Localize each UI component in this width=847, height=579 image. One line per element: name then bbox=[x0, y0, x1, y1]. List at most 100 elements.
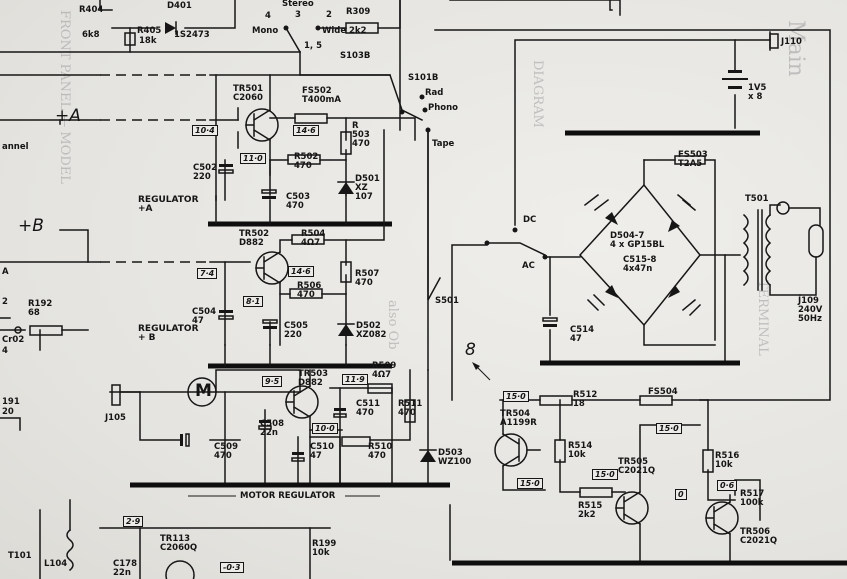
label-r506: R506 470 bbox=[297, 281, 322, 300]
label-c510: C510 47 bbox=[310, 442, 334, 461]
label-tape: Tape bbox=[432, 139, 455, 149]
label-r511: R511 470 bbox=[398, 399, 423, 418]
label-rad: Rad bbox=[425, 88, 444, 98]
label-r309: R309 bbox=[346, 7, 371, 17]
label-tr505: TR505 C2021Q bbox=[618, 457, 656, 476]
voltage-box: 7·4 bbox=[197, 268, 218, 279]
label-fs502: FS502 T400mA bbox=[302, 86, 341, 105]
label-c511: C511 470 bbox=[356, 399, 380, 418]
label-tr113: TR113 C2060Q bbox=[160, 534, 198, 553]
label-tr502: TR502 D882 bbox=[239, 229, 270, 248]
label-20: 20 bbox=[2, 407, 14, 417]
label-s501: S501 bbox=[435, 296, 459, 306]
label-s103b: S103B bbox=[340, 51, 371, 61]
label-j105: J105 bbox=[105, 413, 126, 423]
label-r509: R509 4Ω7 bbox=[372, 361, 397, 380]
label-r514: R514 10k bbox=[568, 441, 593, 460]
voltage-box: 9·5 bbox=[262, 376, 283, 387]
label-dc: DC bbox=[523, 215, 537, 225]
label-r503: R 503 470 bbox=[352, 121, 370, 149]
label-regulator-b: REGULATOR + B bbox=[138, 324, 199, 343]
label-d401-value: 1S2473 bbox=[174, 30, 210, 40]
label-r192: R192 68 bbox=[28, 299, 53, 318]
label-c515: C515-8 4x47n bbox=[623, 255, 657, 274]
label-mono: Mono bbox=[252, 26, 279, 36]
label-rail-b-cut: 2 bbox=[2, 297, 8, 307]
label-plus-b: +B bbox=[18, 216, 44, 236]
label-plus-a: +A bbox=[55, 106, 81, 126]
label-t101: T101 bbox=[8, 551, 32, 561]
label-motor-regulator: MOTOR REGULATOR bbox=[240, 491, 336, 501]
label-channel-cut: annel bbox=[2, 142, 29, 152]
label-c509: C509 470 bbox=[214, 442, 238, 461]
label-fs504: FS504 bbox=[648, 387, 678, 397]
label-c504: C504 47 bbox=[192, 307, 216, 326]
label-tr503: TR503 D882 bbox=[298, 369, 329, 388]
label-t501: T501 bbox=[745, 194, 769, 204]
label-r517: R517 100k bbox=[740, 489, 765, 508]
label-annotation-8: 8 bbox=[465, 340, 476, 360]
label-r199: R199 10k bbox=[312, 539, 337, 558]
label-tr506: TR506 C2021Q bbox=[740, 527, 778, 546]
label-r510: R510 470 bbox=[368, 442, 393, 461]
voltage-box: 0·6 bbox=[717, 480, 738, 491]
label-c503: C503 470 bbox=[286, 192, 310, 211]
label-switch-4: 4 bbox=[265, 11, 271, 21]
label-r515: R515 2k2 bbox=[578, 501, 603, 520]
label-cr02: Cr02 bbox=[2, 335, 25, 345]
label-c502: C502 220 bbox=[193, 163, 217, 182]
label-r404-value: 6k8 bbox=[82, 30, 100, 40]
label-switch-2: 2 bbox=[326, 10, 332, 20]
voltage-box: 15·0 bbox=[517, 478, 543, 489]
voltage-box: 11·0 bbox=[240, 153, 266, 164]
voltage-box: -0·3 bbox=[220, 562, 244, 573]
voltage-box: 14·6 bbox=[293, 125, 319, 136]
voltage-box: 15·0 bbox=[592, 469, 618, 480]
label-r309-value: 2k2 bbox=[349, 26, 367, 36]
label-d504: D504-7 4 x GP15BL bbox=[610, 231, 665, 250]
label-l104: L104 bbox=[44, 559, 68, 569]
label-c514: C514 47 bbox=[570, 325, 594, 344]
label-c178: C178 22n bbox=[113, 559, 137, 578]
voltage-box: 14·6 bbox=[288, 266, 314, 277]
voltage-box: 8·1 bbox=[243, 296, 264, 307]
voltage-box: 0 bbox=[675, 489, 687, 500]
motor-symbol: M bbox=[195, 381, 212, 401]
label-c505: C505 220 bbox=[284, 321, 308, 340]
label-d501: D501 XZ 107 bbox=[355, 174, 380, 202]
label-switch-15: 1, 5 bbox=[304, 41, 323, 51]
label-r404: R404 bbox=[79, 5, 104, 15]
label-ac: AC bbox=[522, 261, 535, 271]
label-r405-value: 18k bbox=[139, 36, 157, 46]
label-switch-3: 3 bbox=[295, 10, 301, 20]
label-d503: D503 WZ100 bbox=[438, 448, 472, 467]
label-191: 191 bbox=[2, 397, 20, 407]
label-tr501: TR501 C2060 bbox=[233, 84, 264, 103]
label-d401: D401 bbox=[167, 1, 192, 11]
label-r405: R405 bbox=[137, 26, 162, 36]
label-j110: J110 bbox=[781, 37, 802, 47]
label-j109: J109 240V 50Hz bbox=[798, 296, 823, 324]
label-wide: Wide bbox=[322, 26, 347, 36]
label-r512: R512 18 bbox=[573, 390, 598, 409]
voltage-box: 10·0 bbox=[312, 423, 338, 434]
label-fs503: FS503 T2A5 bbox=[678, 150, 708, 169]
label-c508: C508 22n bbox=[260, 419, 284, 438]
voltage-box: 15·0 bbox=[656, 423, 682, 434]
label-regulator-a: REGULATOR +A bbox=[138, 195, 199, 214]
voltage-box: 11·9 bbox=[342, 374, 368, 385]
label-r504: R504 4Ω7 bbox=[301, 229, 326, 248]
label-rail-a-cut: A bbox=[2, 267, 9, 277]
label-battery: 1V5 x 8 bbox=[748, 83, 767, 102]
label-phono: Phono bbox=[428, 103, 459, 113]
voltage-box: 2·9 bbox=[123, 516, 144, 527]
label-r516: R516 10k bbox=[715, 451, 740, 470]
label-node-4: 4 bbox=[2, 346, 8, 356]
label-stereo: Stereo bbox=[282, 0, 314, 9]
voltage-box: 10·4 bbox=[192, 125, 218, 136]
label-d502: D502 XZ082 bbox=[356, 321, 387, 340]
label-s101b: S101B bbox=[408, 73, 439, 83]
label-r502: R502 470 bbox=[294, 152, 319, 171]
